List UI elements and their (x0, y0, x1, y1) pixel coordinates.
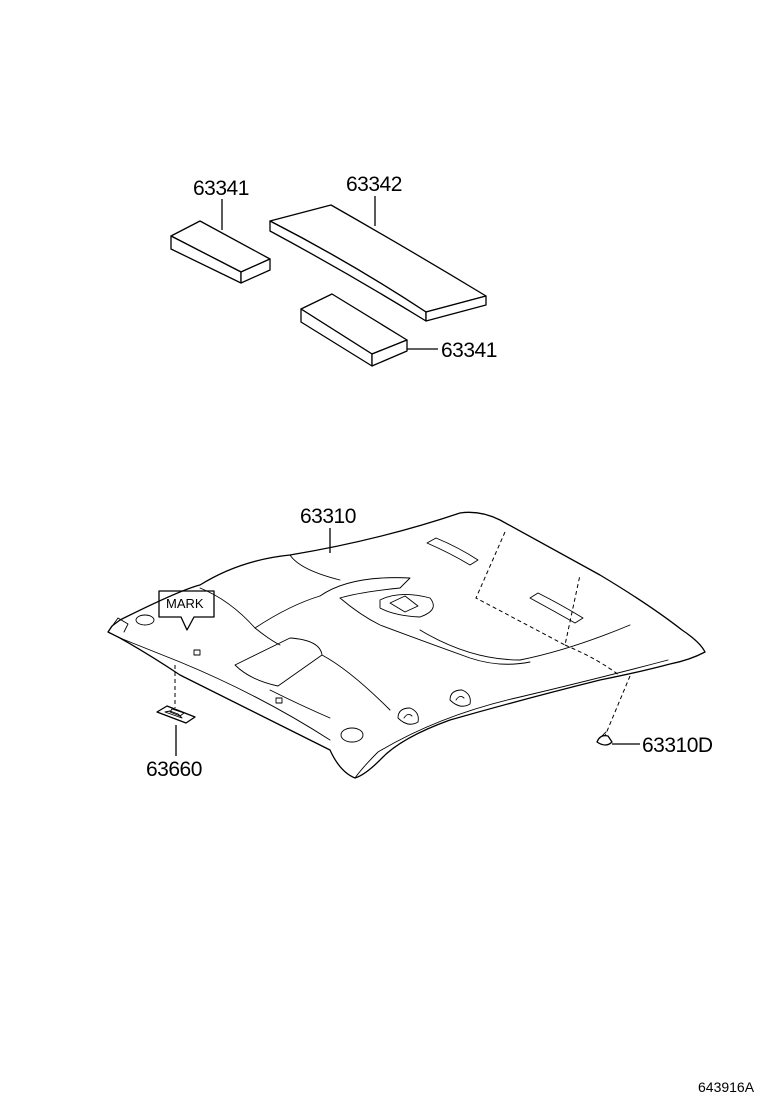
reference-code: 643916A (698, 1079, 755, 1095)
label-63341-rear: 63341 (441, 339, 497, 362)
pad-63341-rear (300, 293, 408, 367)
clip-63310D (596, 731, 613, 746)
pad-63341-front (170, 220, 271, 284)
label-63660: 63660 (146, 758, 202, 781)
label-63310D: 63310D (642, 734, 713, 757)
label-63342: 63342 (346, 173, 402, 196)
label-63341-front: 63341 (193, 177, 249, 200)
clip-guide-line (604, 675, 631, 737)
headliner-63310 (107, 511, 706, 779)
pad-63342-center (269, 204, 487, 322)
mark-tag: MARK (158, 590, 215, 631)
label-63310: 63310 (300, 505, 356, 528)
holder-63660 (156, 705, 196, 724)
mark-tag-text: MARK (166, 596, 204, 611)
